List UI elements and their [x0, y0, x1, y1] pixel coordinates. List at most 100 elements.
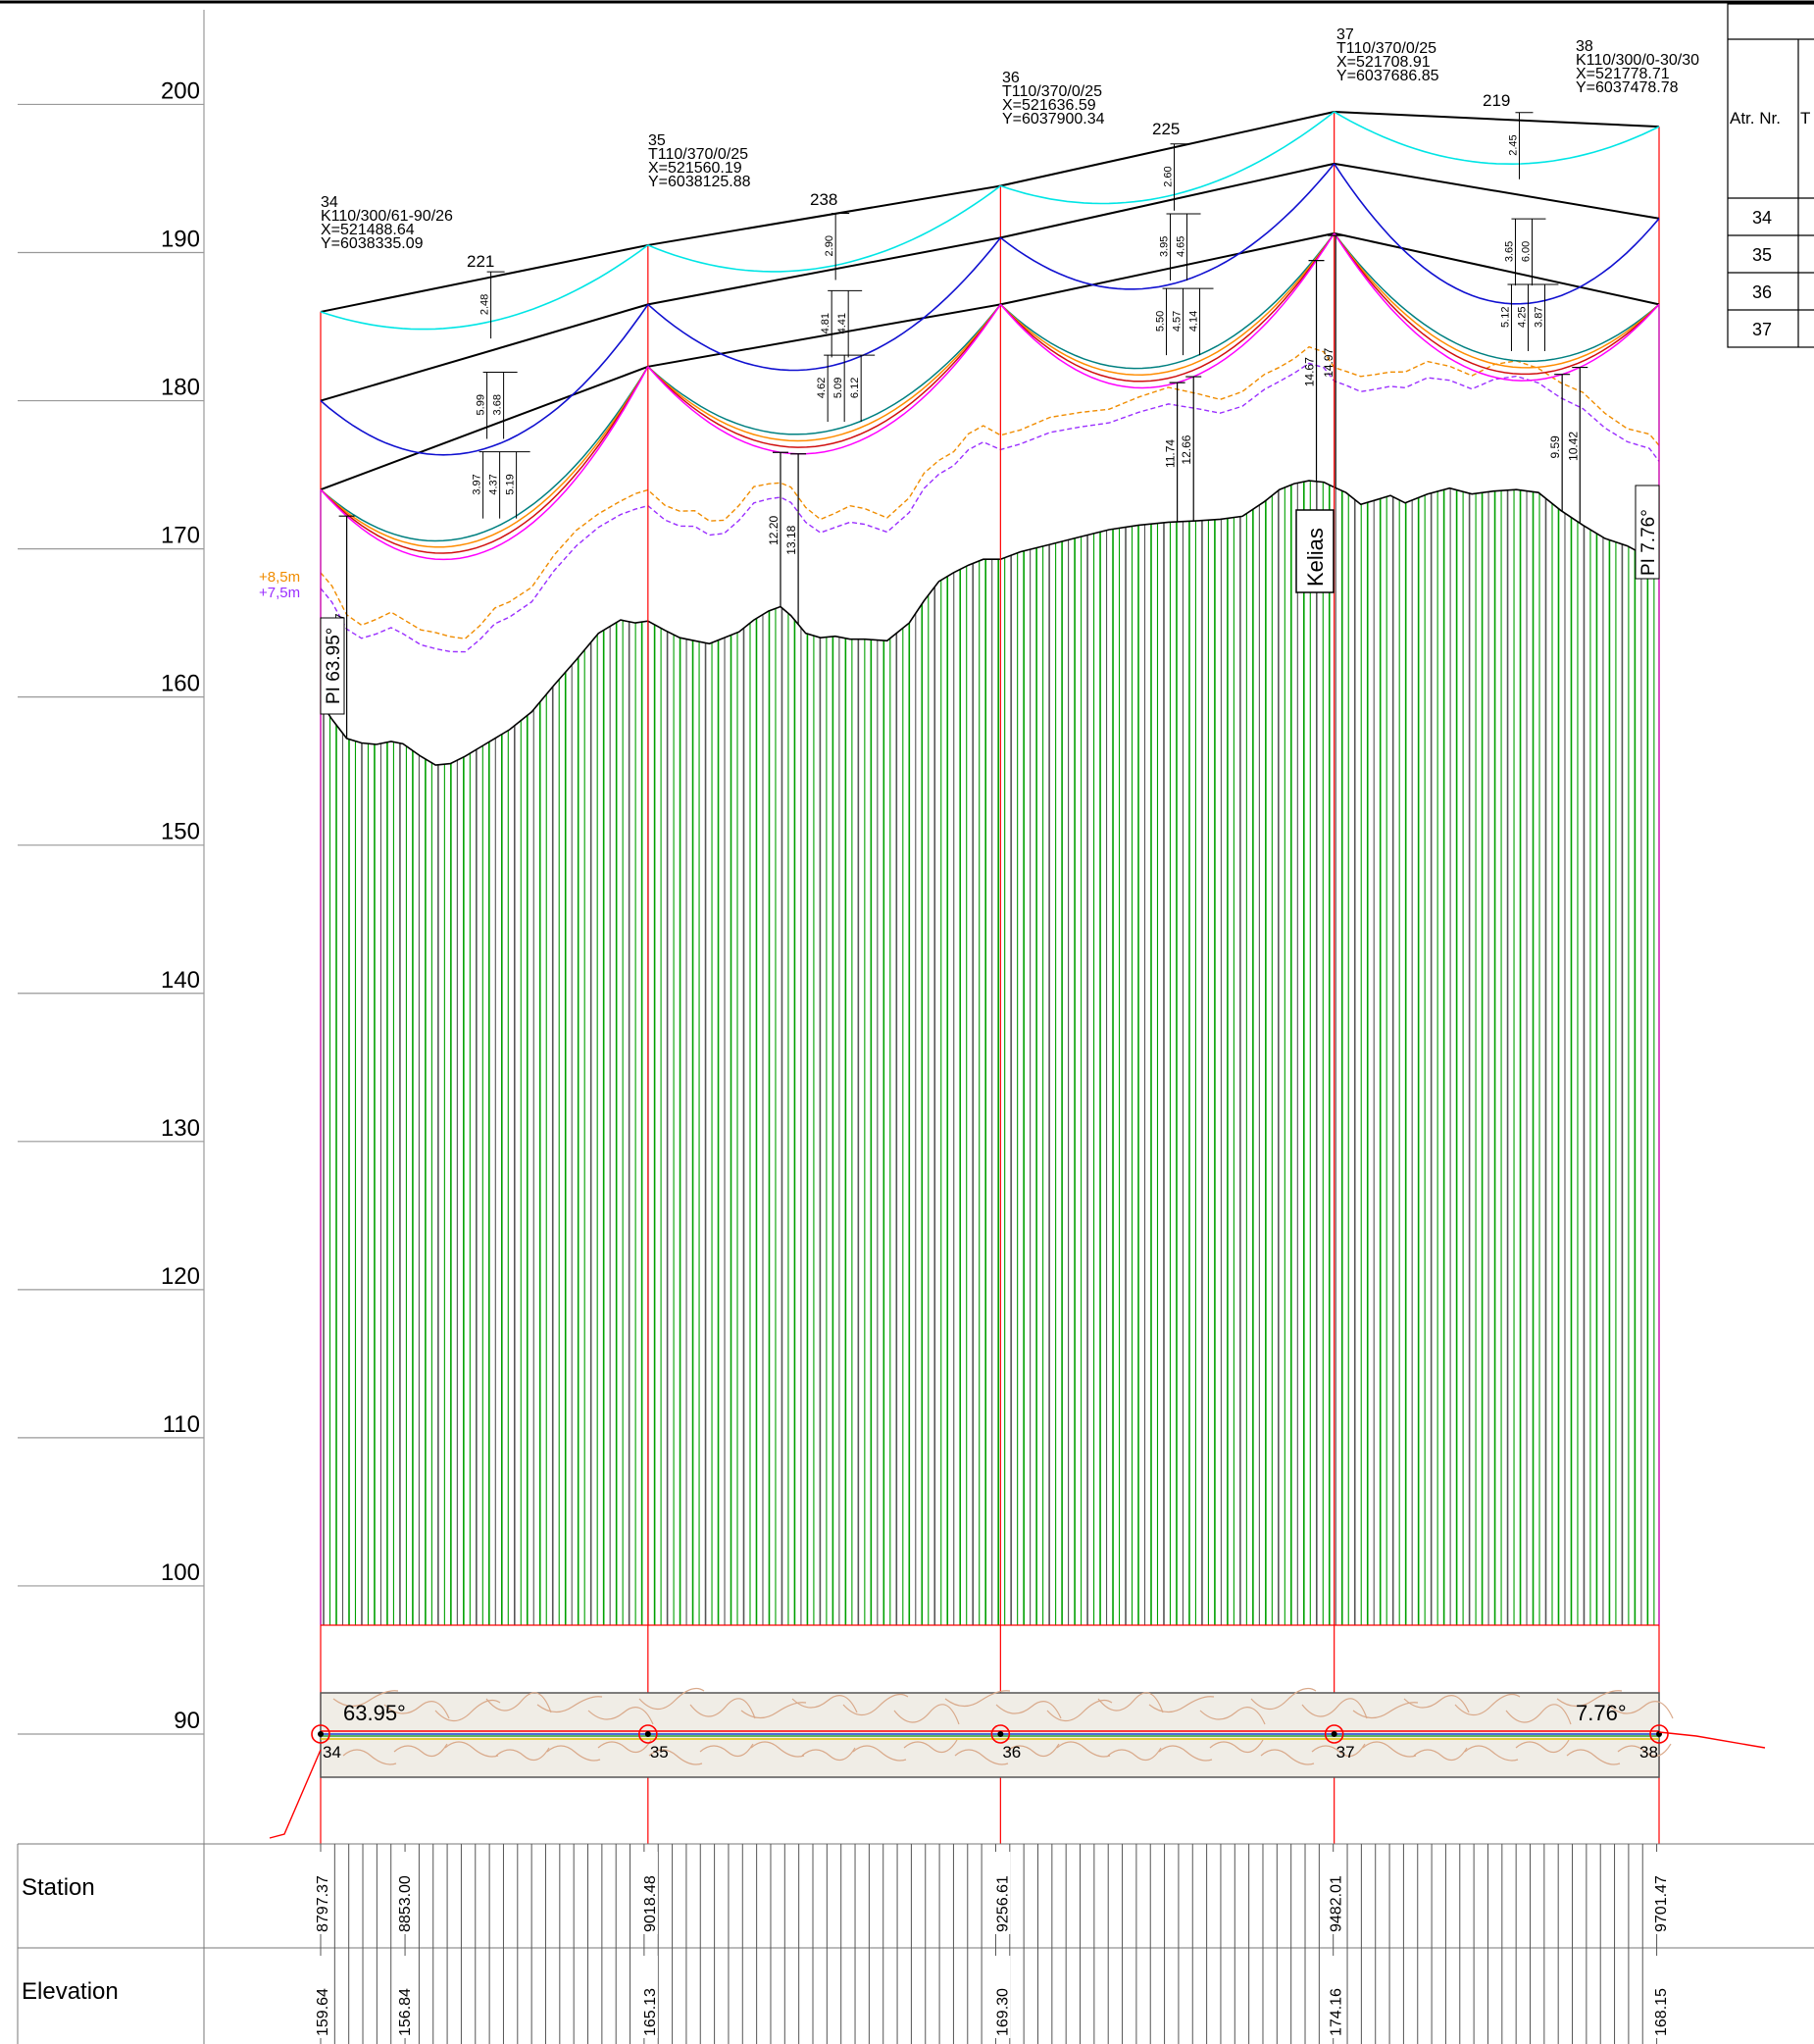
clearance-label: 9.59: [1548, 435, 1562, 459]
mid-chord: [1000, 162, 1335, 239]
sag-dimension-label: 5.50: [1155, 311, 1167, 332]
station-value: 9018.48: [642, 1875, 659, 1932]
plan-contour: [842, 1694, 909, 1716]
plan-contour: [1464, 1745, 1519, 1762]
span-length: 238: [810, 190, 837, 209]
elevation-tick-label: 90: [174, 1708, 200, 1734]
side-table-row-34: 34: [1752, 208, 1772, 228]
plan-tower-number: 38: [1639, 1743, 1658, 1762]
road-label-box: Kelias: [1295, 509, 1335, 593]
mid-wire: [647, 236, 1002, 372]
top-chord: [1334, 111, 1660, 128]
clearance-label: 14.97: [1322, 347, 1335, 377]
station-label-bg: [313, 1852, 330, 1934]
elevation-row-label: Elevation: [22, 1978, 119, 2005]
sag-dimension-label: 5.09: [832, 378, 844, 398]
low-wire: [320, 366, 649, 554]
low-chord: [647, 303, 1001, 368]
sag-dimension-label: 5.12: [1499, 307, 1511, 328]
plan-contour: [1158, 1745, 1213, 1762]
tower-number: 38: [1576, 38, 1593, 55]
plan-contour: [1413, 1747, 1468, 1762]
pi-left-box: PI 63.95°: [320, 617, 345, 715]
plan-tower-number: 36: [1002, 1743, 1021, 1762]
elevation-tick-label: 110: [163, 1411, 200, 1438]
plan-contour: [1107, 1747, 1162, 1762]
sag-dimension-label: 3.97: [472, 474, 483, 494]
tower-type: T110/370/0/25: [1002, 83, 1102, 100]
plan-contour: [587, 1707, 654, 1725]
station-label-bg: [1326, 1852, 1344, 1934]
plan-contour: [1301, 1698, 1368, 1719]
plan-contour: [546, 1745, 601, 1762]
low-wire: [1334, 232, 1660, 369]
tower-y-coordinate: Y=6038125.88: [648, 174, 751, 190]
road-label: Kelias: [1303, 528, 1328, 587]
tower-type: T110/370/0/25: [648, 146, 748, 163]
sag-dimension-label: 4.37: [488, 474, 500, 494]
low-wire: [647, 303, 1001, 435]
sag-dimension-label: 4.81: [820, 313, 831, 333]
clearance-label: 11.74: [1164, 439, 1178, 468]
elevation-value: 169.30: [994, 1988, 1011, 2036]
top-wire: [1000, 111, 1335, 205]
elevation-tick-label: 140: [161, 967, 200, 994]
plan-tower-marker: [1324, 1724, 1344, 1744]
tower-number: 35: [648, 132, 666, 149]
elevation-tick-label: 130: [161, 1115, 200, 1142]
plan-tower-marker: [311, 1724, 330, 1744]
plan-contour: [393, 1743, 448, 1758]
elevation-value: 159.64: [315, 1988, 331, 2036]
station-row-label: Station: [22, 1874, 95, 1901]
low-wire: [320, 366, 649, 548]
clearance-label: 14.67: [1303, 357, 1317, 386]
plan-contour: [740, 1702, 807, 1719]
plan-contour: [1617, 1743, 1672, 1758]
plan-contour: [1352, 1702, 1419, 1719]
tower-frame: [320, 112, 1660, 1844]
tower-labels: 34K110/300/61-90/26X=521488.64Y=6038335.…: [321, 26, 1699, 252]
mid-chord: [647, 236, 1001, 306]
plan-tower-number: 35: [650, 1743, 669, 1762]
plan-contour: [434, 1700, 501, 1722]
sag-dimension-label: 2.90: [824, 235, 835, 256]
plan-contour: [1097, 1692, 1164, 1713]
plan-contour: [1148, 1696, 1215, 1713]
plan-contour: [383, 1701, 450, 1719]
sag-dimension-label: 6.12: [849, 378, 861, 398]
plan-contour: [638, 1688, 705, 1711]
plan-contour: [495, 1747, 550, 1762]
station-label-bg: [1651, 1852, 1669, 1934]
low-wire: [1334, 232, 1660, 363]
plan-contour: [1250, 1688, 1317, 1711]
pi-left-label: PI 63.95°: [324, 628, 344, 704]
station-value: 9482.01: [1329, 1875, 1345, 1932]
tower-x-coordinate: X=521636.59: [1002, 97, 1096, 114]
elevation-tick-label: 180: [161, 375, 200, 401]
tower-y-coordinate: Y=6038335.09: [321, 235, 424, 252]
tower-type: K110/300/0-30/30: [1576, 52, 1699, 69]
plan-contour: [893, 1704, 960, 1725]
low-wire: [1334, 232, 1660, 376]
offset-profile-8-5m: [320, 345, 1660, 639]
span-length: 219: [1483, 91, 1510, 110]
pi-right-label: PI 7.76°: [1638, 509, 1659, 576]
sag-dimension-label: 3.95: [1159, 236, 1171, 257]
low-wire: [647, 303, 1002, 448]
side-table-row-35: 35: [1752, 245, 1772, 265]
plan-map-background: [320, 1692, 1660, 1778]
tower-x-coordinate: X=521778.71: [1576, 66, 1670, 82]
plan-contour: [995, 1701, 1062, 1719]
pi-right-box: PI 7.76°: [1635, 485, 1660, 580]
low-wire: [999, 232, 1335, 370]
sag-dimension-label: 4.65: [1176, 236, 1187, 257]
plan-contour: [597, 1739, 652, 1754]
mid-wire: [320, 303, 649, 456]
plan-contour: [1199, 1707, 1266, 1725]
plan-tower-marker: [990, 1724, 1011, 1744]
sag-dimension-label: 2.60: [1163, 166, 1175, 186]
plan-contour: [954, 1749, 1009, 1765]
tower-y-coordinate: Y=6037900.34: [1002, 111, 1105, 128]
